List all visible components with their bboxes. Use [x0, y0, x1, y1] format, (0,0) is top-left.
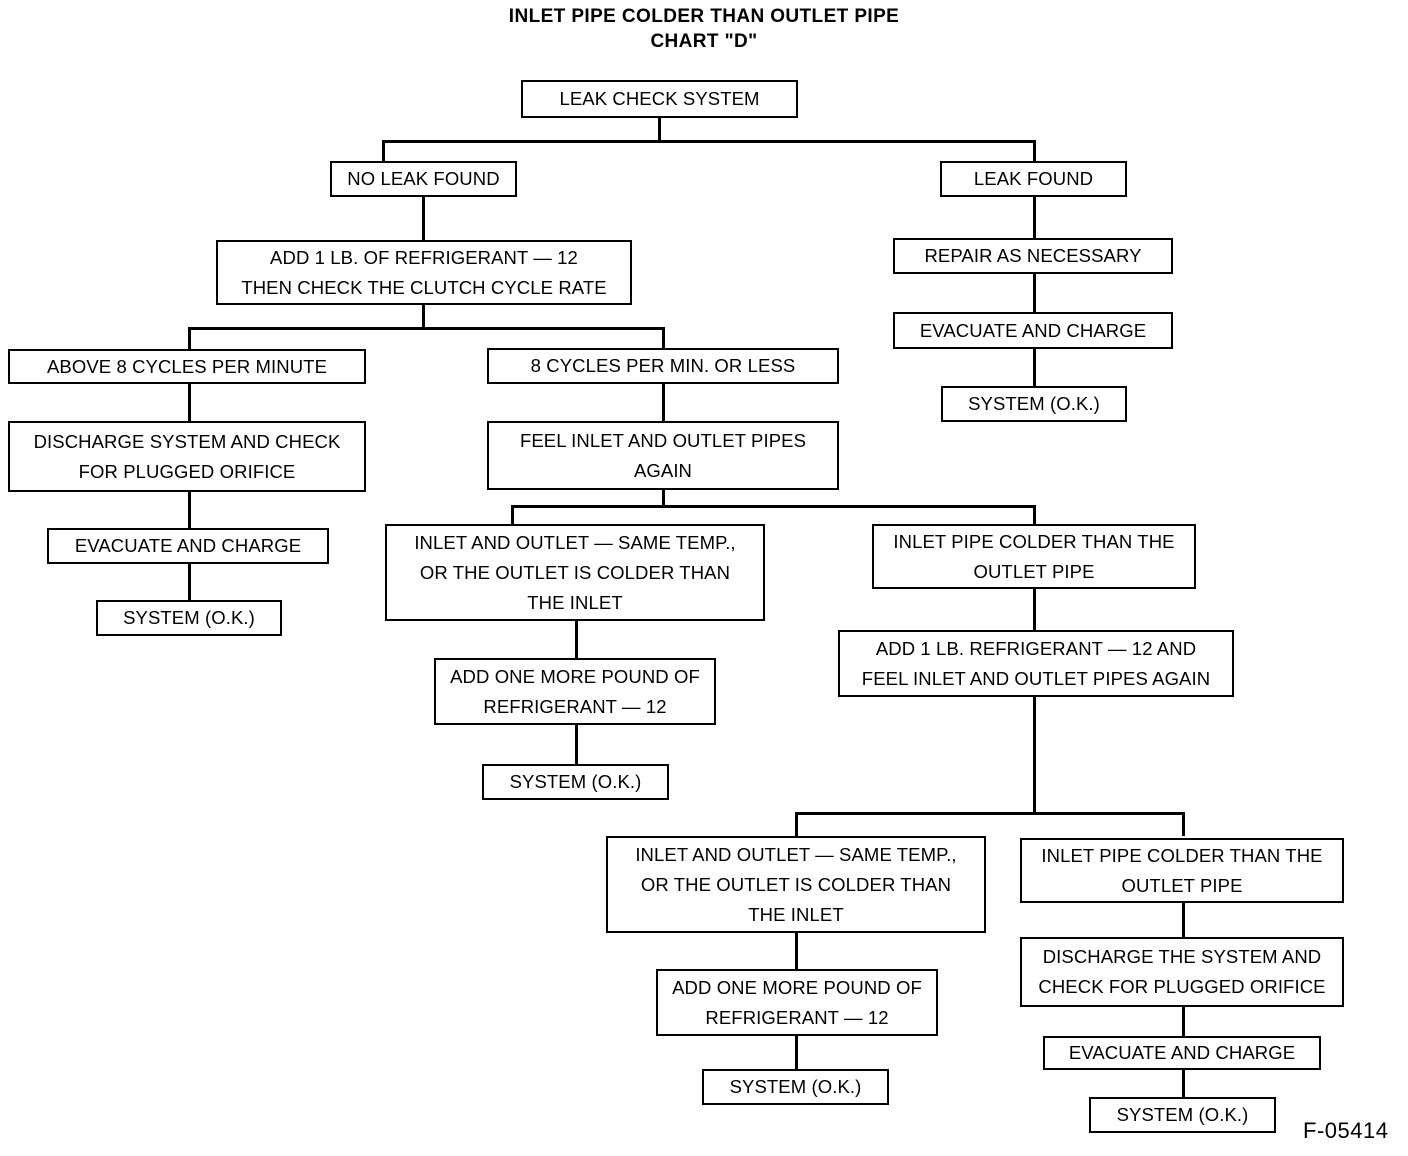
node-feel-inlet-outlet-pipes[interactable]: FEEL INLET AND OUTLET PIPES AGAIN — [487, 421, 839, 490]
connector-to-n8 — [188, 327, 191, 350]
node-discharge-system-check-2[interactable]: DISCHARGE THE SYSTEM AND CHECK FOR PLUGG… — [1020, 937, 1344, 1007]
connector-n11-down — [662, 489, 665, 508]
node-add-1lb-feel-pipes-again[interactable]: ADD 1 LB. REFRIGERANT — 12 AND FEEL INLE… — [838, 630, 1234, 697]
node-add-1lb-check-clutch[interactable]: ADD 1 LB. OF REFRIGERANT — 12 THEN CHECK… — [216, 240, 632, 305]
node-no-leak-found[interactable]: NO LEAK FOUND — [330, 161, 517, 197]
connector-n12-n15 — [188, 563, 191, 601]
connector-n13-n17 — [575, 620, 578, 658]
node-inlet-pipe-colder-1[interactable]: INLET PIPE COLDER THAN THE OUTLET PIPE — [872, 524, 1196, 589]
node-discharge-system-check[interactable]: DISCHARGE SYSTEM AND CHECK FOR PLUGGED O… — [8, 421, 366, 492]
connector-to-n2 — [382, 140, 385, 162]
node-repair-as-necessary[interactable]: REPAIR AS NECESSARY — [893, 238, 1173, 274]
connector-n6-n7 — [1033, 348, 1036, 386]
connector-to-n9 — [662, 327, 665, 350]
node-system-ok-right[interactable]: SYSTEM (O.K.) — [941, 386, 1127, 422]
node-add-one-more-pound-1[interactable]: ADD ONE MORE POUND OF REFRIGERANT — 12 — [434, 658, 716, 725]
connector-n20-n22 — [1182, 903, 1185, 937]
node-evacuate-and-charge-bottom[interactable]: EVACUATE AND CHARGE — [1043, 1036, 1321, 1070]
node-leak-check-system[interactable]: LEAK CHECK SYSTEM — [521, 80, 798, 118]
connector-n2-n4 — [422, 196, 425, 241]
connector-bar-top — [382, 140, 1036, 143]
node-evacuate-and-charge-right[interactable]: EVACUATE AND CHARGE — [893, 312, 1173, 349]
connector-n1-down — [658, 117, 661, 142]
connector-to-n19 — [795, 812, 798, 836]
connector-to-n13 — [511, 505, 514, 526]
node-inlet-outlet-same-temp-1[interactable]: INLET AND OUTLET — SAME TEMP., OR THE OU… — [385, 524, 765, 621]
connector-n16-down — [1033, 696, 1036, 814]
node-above-8-cycles-per-minute[interactable]: ABOVE 8 CYCLES PER MINUTE — [8, 349, 366, 384]
connector-n4-down — [422, 304, 425, 330]
connector-bar-cycle — [188, 327, 665, 330]
connector-n8-n10 — [188, 383, 191, 421]
connector-n10-n12 — [188, 491, 191, 529]
connector-to-n14 — [1033, 505, 1036, 526]
connector-n22-n24 — [1182, 1007, 1185, 1036]
node-inlet-outlet-same-temp-2[interactable]: INLET AND OUTLET — SAME TEMP., OR THE OU… — [606, 836, 986, 933]
node-system-ok-left[interactable]: SYSTEM (O.K.) — [96, 600, 282, 636]
connector-to-n3 — [1033, 140, 1036, 162]
connector-n9-n11 — [662, 383, 665, 421]
figure-reference: F-05414 — [1303, 1118, 1389, 1143]
chart-title-line2: CHART "D" — [650, 31, 758, 52]
connector-n17-n18 — [575, 724, 578, 764]
connector-n3-n5 — [1033, 196, 1036, 238]
node-system-ok-bottom[interactable]: SYSTEM (O.K.) — [1089, 1097, 1276, 1133]
node-add-one-more-pound-2[interactable]: ADD ONE MORE POUND OF REFRIGERANT — 12 — [656, 969, 938, 1036]
node-system-ok-middle-1[interactable]: SYSTEM (O.K.) — [482, 764, 669, 800]
connector-bar-feel — [511, 505, 1036, 508]
connector-bar-add — [795, 812, 1185, 815]
node-8-cycles-per-min-or-less[interactable]: 8 CYCLES PER MIN. OR LESS — [487, 348, 839, 384]
connector-n5-n6 — [1033, 273, 1036, 312]
node-evacuate-and-charge-left[interactable]: EVACUATE AND CHARGE — [47, 528, 329, 564]
connector-n14-n16 — [1033, 588, 1036, 630]
node-inlet-pipe-colder-2[interactable]: INLET PIPE COLDER THAN THE OUTLET PIPE — [1020, 838, 1344, 903]
connector-n24-n25 — [1182, 1069, 1185, 1097]
chart-title-line1: INLET PIPE COLDER THAN OUTLET PIPE — [508, 6, 900, 27]
connector-to-n20 — [1182, 812, 1185, 836]
node-leak-found[interactable]: LEAK FOUND — [940, 161, 1127, 197]
connector-n19-n21 — [795, 932, 798, 970]
node-system-ok-middle-2[interactable]: SYSTEM (O.K.) — [702, 1069, 889, 1105]
connector-n21-n23 — [795, 1035, 798, 1070]
